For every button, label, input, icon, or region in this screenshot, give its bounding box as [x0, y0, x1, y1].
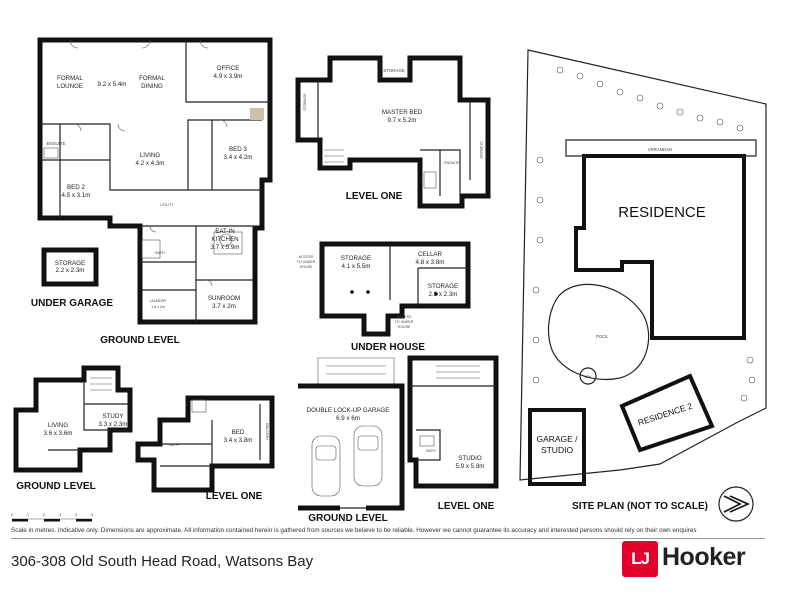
residence2-bed-size: 3.4 x 3.8m — [224, 437, 253, 444]
room-office-size: 4.9 x 3.9m — [214, 73, 243, 80]
footer-divider — [11, 538, 765, 539]
svg-text:5: 5 — [91, 513, 93, 517]
site-verandah: VERANDAH — [648, 147, 672, 152]
svg-text:0: 0 — [11, 513, 13, 517]
room-laundry-size: 1.8 x 2m — [151, 305, 165, 309]
room-cellar-name: CELLAR — [418, 251, 443, 258]
studio-level-one-label: LEVEL ONE — [438, 501, 495, 512]
agency-logo-name: Hooker — [662, 543, 746, 571]
agency-logo-mark: LJ — [622, 541, 658, 577]
room-master-bed-size: 9.7 x 5.2m — [388, 117, 417, 124]
residence2-bed-name: BED — [232, 429, 245, 436]
studio-size: 5.9 x 5.8m — [456, 463, 485, 470]
studio-name: STUDIO — [458, 455, 482, 462]
residence2-ground-plan: LIVING 3.6 x 3.6m STUDY 3.3 x 2.3m GROUN… — [13, 365, 133, 492]
compass-icon — [718, 486, 754, 522]
residence2-study-name: STUDY — [103, 413, 124, 420]
property-address: 306-308 Old South Head Road, Watsons Bay — [11, 553, 314, 570]
site-spa: SPA — [585, 375, 593, 379]
residence2-level-one-label: LEVEL ONE — [206, 491, 263, 502]
residence2-ground-label: GROUND LEVEL — [16, 481, 95, 492]
site-pool: POOL — [596, 334, 609, 339]
svg-text:3: 3 — [59, 513, 61, 517]
site-garage-studio: GARAGE /STUDIO — [536, 434, 578, 455]
room-ensuite-name: ENSUITE — [46, 141, 65, 146]
residence2-living-name: LIVING — [48, 422, 68, 429]
room-office-name: OFFICE — [217, 65, 240, 72]
level1-storage-top: STORAGE — [383, 68, 404, 73]
site-residence2: RESIDENCE 2 — [637, 401, 694, 428]
residence2-balcony: BALCONY — [265, 423, 269, 441]
studio-bath-name: BATH — [426, 449, 436, 453]
garage-ground-plan: DOUBLE LOCK-UP GARAGE 6.9 x 6m GROUND LE… — [298, 357, 405, 524]
residence2-living-size: 3.6 x 3.6m — [44, 430, 73, 437]
ground-level-label: GROUND LEVEL — [100, 335, 179, 346]
room-utility-name: UTILITY — [160, 203, 174, 207]
scale-bar: 0 1 2 3 4 5 — [11, 513, 93, 522]
level-one-main-label: LEVEL ONE — [346, 191, 403, 202]
garage-name: DOUBLE LOCK-UP GARAGE — [307, 407, 390, 414]
room-bed2-size: 4.5 x 3.1m — [62, 192, 91, 199]
room-bed2-name: BED 2 — [67, 184, 85, 191]
residence2-bath-name: BATH — [169, 443, 179, 447]
garage-size: 6.9 x 6m — [336, 415, 360, 422]
level1-ensuite: ENSUITE — [444, 161, 460, 165]
room-sunroom-name: SUNROOM — [208, 295, 240, 302]
formal-lounge-dining-size: 9.2 x 5.4m — [98, 81, 127, 88]
level1-storage-left: STORAGE — [303, 93, 307, 111]
under-garage-plan: STORAGE 2.2 x 2.3m UNDER GARAGE — [31, 247, 114, 309]
svg-text:4: 4 — [75, 513, 77, 517]
under-garage-label: UNDER GARAGE — [31, 298, 114, 309]
residence2-level-one-plan: BED 3.4 x 3.8m BATH BALCONY LEVEL ONE — [135, 395, 275, 502]
room-bath-name: BATH — [155, 251, 165, 255]
residence2-study-size: 3.3 x 2.3m — [99, 421, 128, 428]
under-house-storage1-size: 4.1 x 5.5m — [342, 263, 371, 270]
under-house-storage2-size: 2.9 x 2.3m — [429, 291, 458, 298]
agency-logo: LJ Hooker — [622, 541, 764, 577]
level1-storage-right: STORAGE — [479, 141, 483, 159]
site-plan-label: SITE PLAN (NOT TO SCALE) — [572, 501, 708, 512]
room-living-size: 4.2 x 4.3m — [136, 160, 165, 167]
studio-level-one-plan: STUDIO 5.9 x 5.8m BATH LEVEL ONE — [407, 355, 499, 512]
garage-ground-label: GROUND LEVEL — [308, 513, 387, 524]
site-residence: RESIDENCE — [618, 204, 706, 221]
room-bed3-name: BED 3 — [229, 146, 247, 153]
room-sunroom-size: 3.7 x 2m — [212, 303, 236, 310]
site-plan: VERANDAH RESIDENCE POOL SPA GARAGE /STUD… — [519, 49, 767, 522]
under-house-storage2-name: STORAGE — [428, 283, 458, 290]
room-bed3-size: 3.4 x 4.2m — [224, 154, 253, 161]
room-living-name: LIVING — [140, 152, 160, 159]
disclaimer-text: Scale in metres. Indicative only. Dimens… — [11, 527, 697, 534]
room-laundry-name: LAUNDRY — [149, 299, 167, 303]
svg-text:3.7 x 5.9m: 3.7 x 5.9m — [211, 244, 240, 251]
level-one-main-plan: STORAGE STORAGE MASTER BED 9.7 x 5.2m ST… — [295, 55, 491, 209]
under-house-label: UNDER HOUSE — [351, 342, 425, 353]
svg-text:1: 1 — [27, 513, 29, 517]
room-cellar-size: 4.8 x 3.8m — [416, 259, 445, 266]
under-garage-storage-name: STORAGE — [55, 260, 85, 267]
room-master-bed-name: MASTER BED — [382, 109, 423, 116]
svg-text:2: 2 — [43, 513, 45, 517]
under-garage-storage-size: 2.2 x 2.3m — [56, 267, 85, 274]
under-house-storage1-name: STORAGE — [341, 255, 371, 262]
